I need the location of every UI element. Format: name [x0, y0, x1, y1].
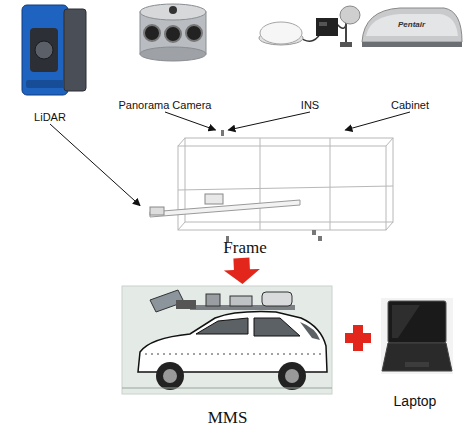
car-picture-part	[285, 369, 299, 383]
node-label: LiDAR	[5, 111, 95, 124]
laptop-picture-part	[382, 343, 452, 371]
mms-node: MMS	[120, 284, 335, 428]
frame-node: Frame	[140, 130, 400, 258]
ins-picture-part	[340, 42, 352, 47]
node-label: Cabinet	[360, 99, 460, 112]
device-label: Cabinet	[360, 0, 460, 112]
ins-picture-part	[345, 22, 347, 44]
frame-picture-part	[330, 138, 331, 230]
car-picture-part	[145, 354, 322, 355]
laptop-picture-part	[381, 298, 453, 374]
laptop-picture-part	[405, 362, 429, 367]
frame-picture-part	[318, 236, 322, 241]
cabinet-picture-part	[366, 14, 458, 36]
frame-picture-part	[312, 230, 316, 235]
frame-picture-part	[260, 138, 261, 230]
car-picture-part	[176, 300, 196, 309]
node-label: INS	[270, 99, 350, 112]
car-picture-part	[156, 362, 184, 390]
car-picture-part	[196, 318, 248, 334]
pointer-arrow	[50, 124, 140, 206]
lidar-picture-part	[22, 5, 68, 95]
frame-picture-part	[205, 194, 223, 204]
device-label: LiDAR	[5, 0, 95, 124]
car-picture-part	[254, 318, 300, 336]
laptop-picture-part	[388, 301, 446, 343]
car-picture-part	[300, 322, 320, 340]
car-picture	[122, 286, 332, 394]
device-label: INS	[270, 0, 350, 112]
laptop-picture-part	[392, 305, 420, 338]
plus-sign	[345, 325, 371, 351]
node-label: MMS	[120, 408, 335, 428]
lidar-picture-part	[30, 28, 58, 72]
device-label: Panorama Camera	[105, 0, 225, 112]
lidar-picture-part	[35, 41, 53, 59]
camera-picture-part	[140, 4, 206, 20]
frame-picture-part	[178, 138, 185, 146]
cabinet-picture-part	[362, 8, 462, 42]
camera-picture-part	[144, 25, 160, 41]
ins-picture-part	[319, 22, 327, 26]
node-label: Panorama Camera	[105, 99, 225, 112]
frame-picture-part	[178, 222, 185, 230]
laptop-picture	[381, 298, 453, 374]
frame-picture-part	[386, 222, 393, 230]
laptop-node: Laptop	[372, 296, 458, 410]
car-picture-part	[163, 369, 177, 383]
pointer-arrow	[165, 112, 215, 130]
frame-picture-part	[386, 138, 393, 146]
camera-picture-part	[165, 26, 181, 42]
car-picture-part	[262, 292, 292, 306]
cabinet-picture-part	[362, 42, 462, 47]
pointer-arrow	[345, 112, 410, 130]
frame-picture-part	[150, 207, 164, 215]
logo-text: Pentair	[398, 20, 425, 29]
frame-picture	[150, 130, 393, 242]
ins-picture-part	[260, 22, 302, 44]
plus-sign-part	[353, 325, 363, 351]
camera-picture	[140, 4, 206, 61]
node-label: Frame	[140, 238, 400, 258]
camera-picture-part	[140, 47, 206, 61]
frame-picture-part	[221, 130, 224, 136]
block-arrow	[224, 258, 260, 284]
ins-picture	[259, 6, 360, 47]
camera-picture-part	[169, 6, 177, 14]
cabinet-picture	[362, 8, 462, 47]
car-picture-part	[122, 286, 332, 394]
car-picture-part	[230, 296, 252, 306]
node-label: Laptop	[372, 393, 458, 410]
ins-picture-part	[340, 6, 360, 24]
lidar-picture	[22, 5, 86, 95]
car-picture-part	[206, 294, 220, 306]
pointer-arrow	[228, 112, 310, 130]
lidar-picture-part	[64, 9, 86, 91]
lidar-picture-part	[26, 80, 64, 88]
camera-picture-part	[186, 25, 202, 41]
car-picture-part	[278, 362, 306, 390]
frame-picture-part	[150, 200, 300, 217]
frame-picture-part	[178, 186, 393, 190]
car-picture-part	[122, 388, 332, 389]
ins-picture-part	[316, 18, 338, 36]
